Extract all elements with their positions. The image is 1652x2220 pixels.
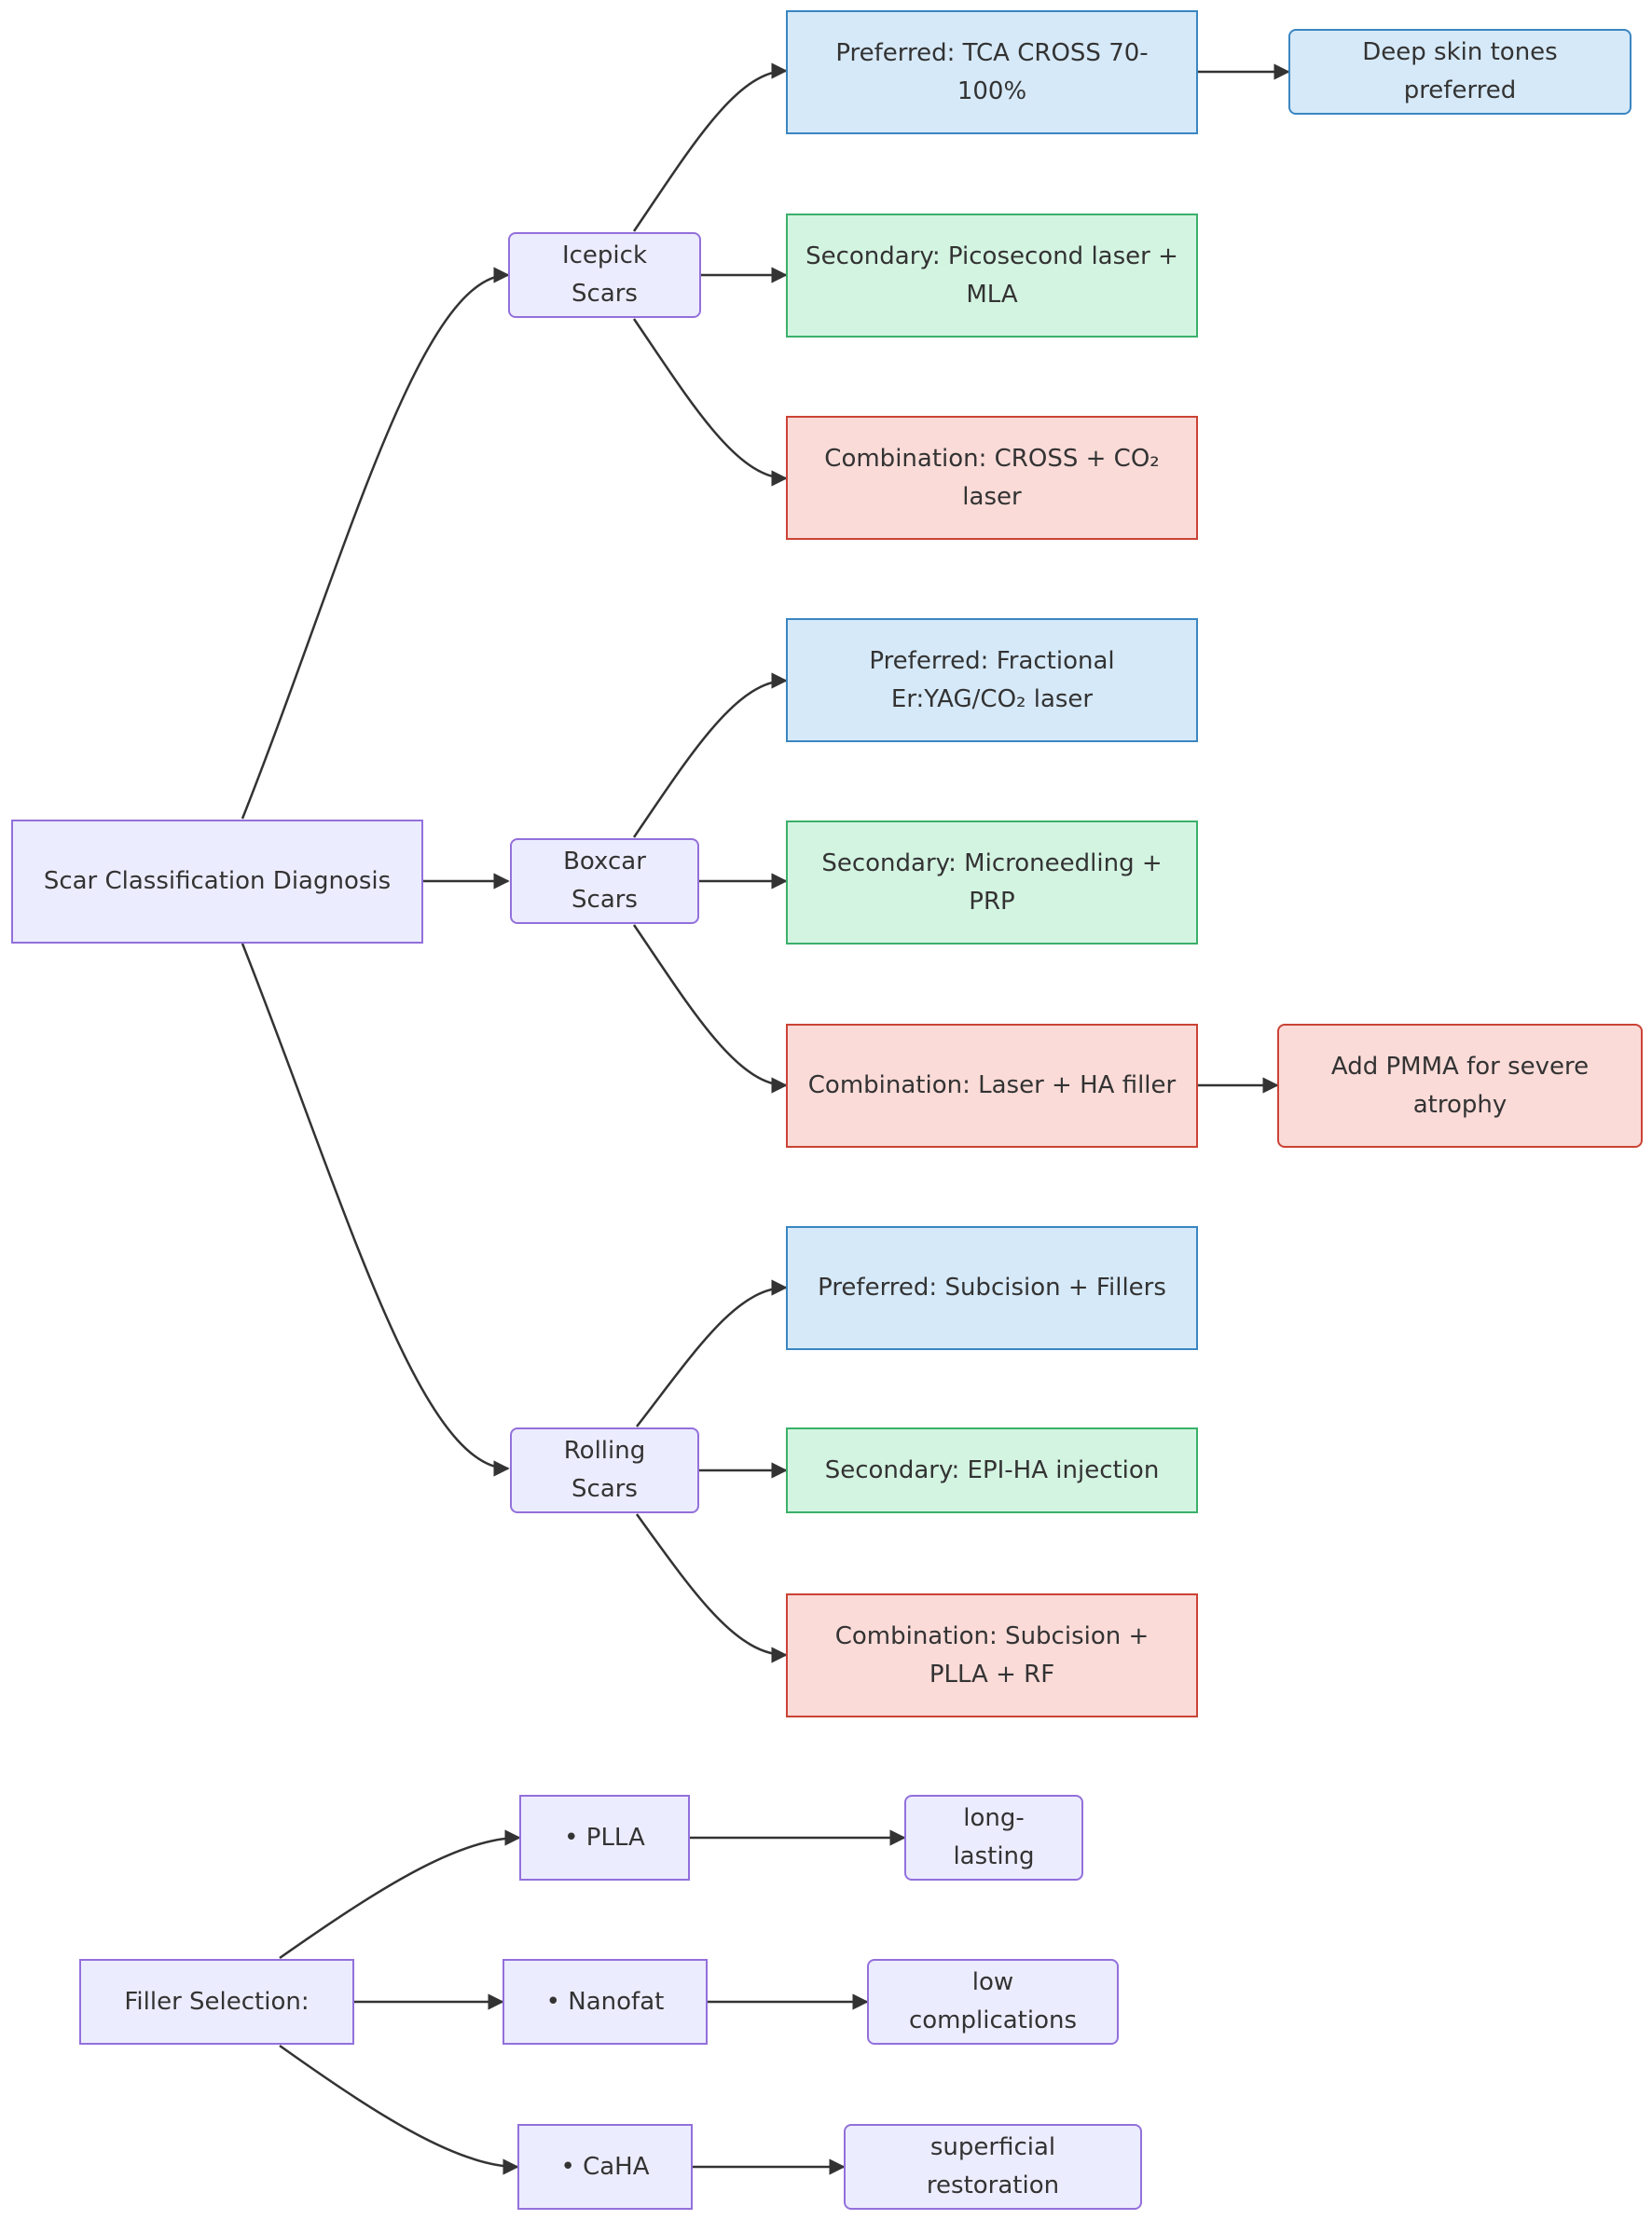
filler-selection-node: Filler Selection: [79, 1959, 354, 2045]
boxcar-preferred-node: Preferred: Fractional Er:YAG/CO₂ laser [786, 618, 1198, 742]
icepick-secondary-label: Secondary: Picosecond laser + MLA [805, 241, 1178, 309]
boxcar-scars-node: Boxcar Scars [510, 838, 699, 924]
rolling-combination-node: Combination: Subcision + PLLA + RF [786, 1593, 1198, 1717]
edge-root-icepick [241, 267, 510, 820]
filler-caha-label: • CaHA [560, 2152, 650, 2181]
boxcar-scars-label: Boxcar Scars [563, 848, 646, 914]
pmma-note-node: Add PMMA for severe atrophy [1277, 1024, 1643, 1148]
rolling-combination-label: Combination: Subcision + PLLA + RF [834, 1621, 1150, 1689]
filler-plla-label: • PLLA [564, 1823, 645, 1852]
deep-skin-note-label: Deep skin tones preferred [1362, 38, 1558, 104]
plla-property-label: long-lasting [953, 1804, 1035, 1870]
icepick-scars-node: Icepick Scars [508, 232, 701, 318]
deep-skin-note-node: Deep skin tones preferred [1288, 29, 1631, 115]
filler-plla-node: • PLLA [519, 1795, 690, 1881]
scar-classification-label: Scar Classification Diagnosis [43, 867, 392, 895]
rolling-scars-node: Rolling Scars [510, 1427, 699, 1513]
boxcar-combination-label: Combination: Laser + HA filler [807, 1071, 1177, 1099]
filler-nanofat-node: • Nanofat [502, 1959, 708, 2045]
boxcar-preferred-label: Preferred: Fractional Er:YAG/CO₂ laser [869, 646, 1115, 713]
edge-icepick-preferred [632, 62, 788, 232]
rolling-secondary-node: Secondary: EPI-HA injection [786, 1427, 1198, 1513]
boxcar-combination-node: Combination: Laser + HA filler [786, 1024, 1198, 1148]
caha-property-node: superficial restoration [844, 2124, 1142, 2210]
nanofat-property-node: low complications [867, 1959, 1119, 2045]
caha-property-label: superficial restoration [926, 2133, 1060, 2199]
edge-boxcar-combination [632, 924, 788, 1094]
rolling-scars-label: Rolling Scars [563, 1437, 646, 1503]
filler-selection-label: Filler Selection: [124, 1987, 310, 2016]
edge-filler-plla [279, 1829, 521, 1960]
scar-classification-node: Scar Classification Diagnosis [11, 820, 423, 944]
boxcar-secondary-label: Secondary: Microneedling + PRP [821, 848, 1163, 916]
boxcar-secondary-node: Secondary: Microneedling + PRP [786, 820, 1198, 945]
icepick-preferred-label: Preferred: TCA CROSS 70-100% [835, 38, 1149, 105]
icepick-combination-node: Combination: CROSS + CO₂ laser [786, 416, 1198, 540]
icepick-secondary-node: Secondary: Picosecond laser + MLA [786, 214, 1198, 338]
filler-nanofat-label: • Nanofat [545, 1987, 665, 2016]
icepick-combination-label: Combination: CROSS + CO₂ laser [824, 444, 1160, 511]
edge-root-rolling [241, 943, 510, 1477]
edge-rolling-combination [635, 1513, 788, 1663]
rolling-preferred-node: Preferred: Subcision + Fillers [786, 1226, 1198, 1350]
edge-boxcar-preferred [632, 672, 788, 838]
rolling-secondary-label: Secondary: EPI-HA injection [824, 1455, 1160, 1484]
edge-icepick-combination [632, 318, 788, 487]
rolling-preferred-label: Preferred: Subcision + Fillers [818, 1274, 1166, 1302]
pmma-note-label: Add PMMA for severe atrophy [1330, 1052, 1590, 1119]
icepick-preferred-node: Preferred: TCA CROSS 70-100% [786, 10, 1198, 134]
nanofat-property-label: low complications [908, 1968, 1078, 2034]
edge-rolling-preferred [636, 1279, 788, 1427]
filler-caha-node: • CaHA [517, 2124, 693, 2210]
icepick-scars-label: Icepick Scars [561, 241, 648, 308]
plla-property-node: long-lasting [904, 1795, 1083, 1881]
edge-filler-caha [279, 2044, 519, 2175]
